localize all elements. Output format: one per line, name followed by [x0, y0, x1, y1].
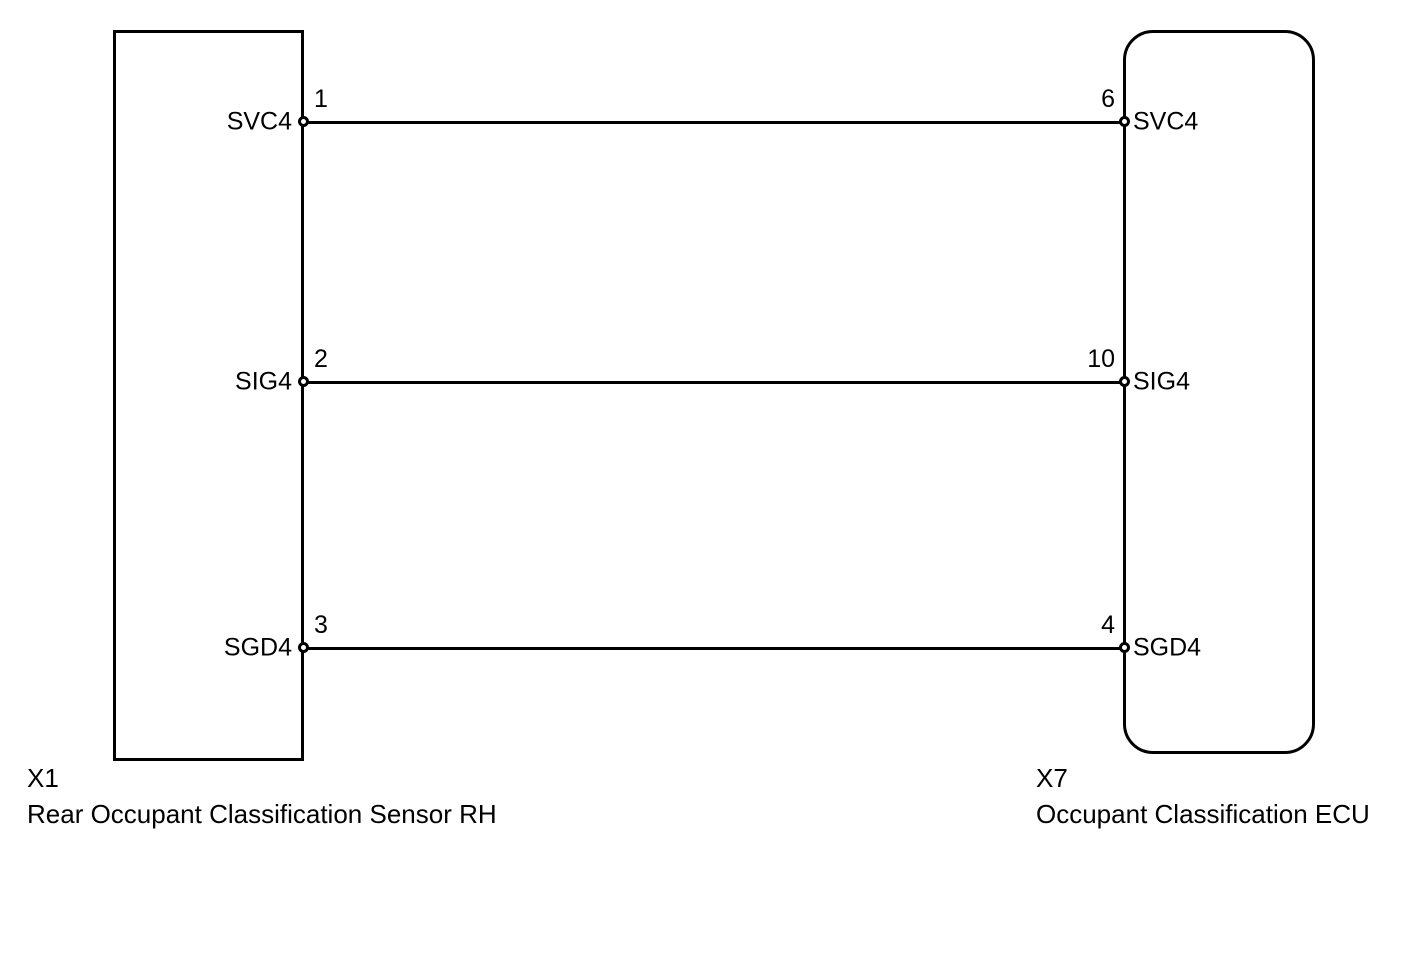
- connector-id-x7: X7: [1036, 763, 1068, 793]
- pin-signal-x7-10: SIG4: [1133, 367, 1190, 396]
- connector-name-x1: Rear Occupant Classification Sensor RH: [27, 799, 497, 829]
- pin-dot-x1-2[interactable]: [298, 376, 309, 387]
- pin-dot-x1-1[interactable]: [298, 116, 309, 127]
- pin-signal-x7-6: SVC4: [1133, 107, 1199, 136]
- pin-number-x1-3: 3: [314, 611, 328, 639]
- connector-caption-x1: X1 Rear Occupant Classification Sensor R…: [27, 760, 497, 832]
- pin-signal-x7-4: SGD4: [1133, 633, 1202, 662]
- pin-number-x7-4: 4: [1101, 611, 1115, 639]
- connector-caption-x7: X7 Occupant Classification ECU: [1036, 760, 1370, 832]
- pin-signal-x1-2: SIG4: [235, 367, 292, 396]
- pin-dot-x7-10[interactable]: [1119, 376, 1130, 387]
- wire-sig4: [303, 381, 1125, 384]
- pin-number-x1-2: 2: [314, 345, 328, 373]
- wire-sgd4: [303, 647, 1125, 650]
- connector-name-x7: Occupant Classification ECU: [1036, 799, 1370, 829]
- pin-number-x7-10: 10: [1087, 345, 1115, 373]
- pin-signal-x1-3: SGD4: [223, 633, 292, 662]
- pin-dot-x7-6[interactable]: [1119, 116, 1130, 127]
- connector-id-x1: X1: [27, 763, 59, 793]
- connector-box-x7: [1123, 30, 1315, 754]
- pin-number-x7-6: 6: [1101, 85, 1115, 113]
- connector-box-x1: [113, 30, 304, 761]
- wire-svc4: [303, 121, 1125, 124]
- pin-number-x1-1: 1: [314, 85, 328, 113]
- pin-signal-x1-1: SVC4: [226, 107, 292, 136]
- pin-dot-x7-4[interactable]: [1119, 642, 1130, 653]
- pin-dot-x1-3[interactable]: [298, 642, 309, 653]
